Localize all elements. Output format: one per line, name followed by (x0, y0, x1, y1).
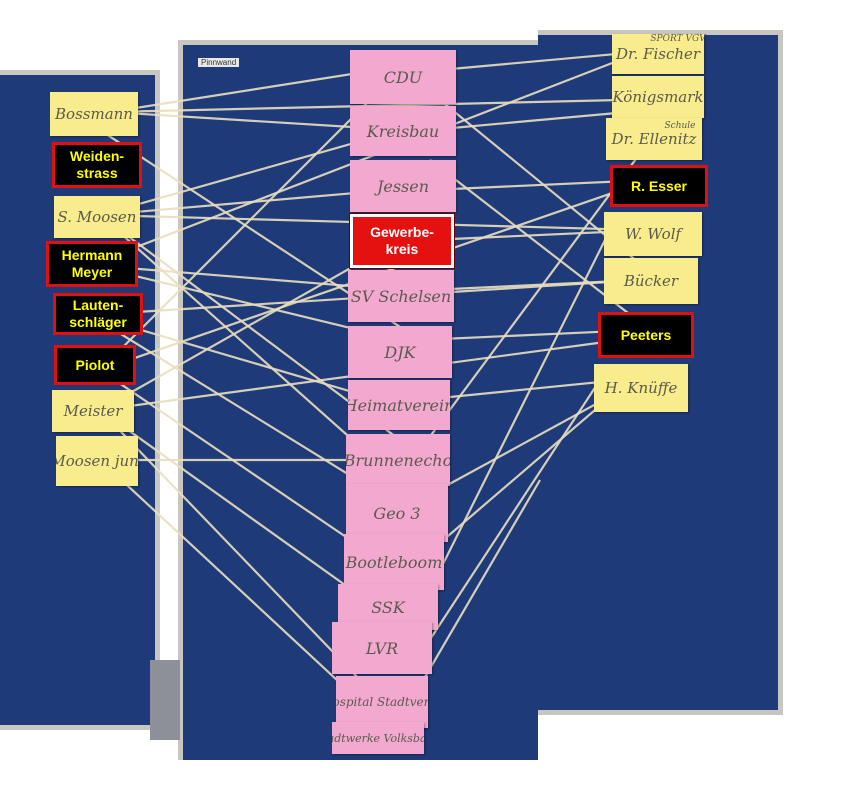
right-card-note: SPORT VGV (650, 34, 706, 44)
middle-card: SV Schelsen (348, 270, 454, 322)
middle-card: CDU (350, 50, 456, 104)
middle-card: Jessen (350, 160, 456, 212)
board-stand (150, 660, 180, 740)
right-card: Königsmark (612, 76, 704, 118)
middle-card: LVR (332, 622, 432, 674)
right-card: Dr. Fischer (612, 34, 704, 74)
left-card: Meister (52, 390, 134, 432)
right-card: W. Wolf (604, 212, 702, 256)
left-card: S. Moosen (54, 196, 140, 238)
middle-highlight-label: Gewerbe- kreis (349, 213, 455, 269)
left-highlight-label: Hermann Meyer (46, 241, 138, 287)
right-card-note: Schule (664, 121, 696, 131)
left-highlight-label: Weiden- strass (52, 142, 142, 188)
left-highlight-label: Piolot (54, 345, 136, 385)
left-card: Moosen jun. (56, 436, 138, 486)
middle-card: Geo 3 (346, 484, 448, 542)
right-card: H. Knüffe (594, 364, 688, 412)
right-highlight-label: Peeters (598, 312, 694, 358)
board-label: Pinnwand (198, 58, 240, 67)
middle-card: Kreisbau (350, 106, 456, 156)
middle-card: Hospital Stadtverw. (336, 676, 428, 728)
middle-card: DJK (348, 326, 452, 378)
right-card: Bücker (604, 258, 698, 304)
left-card: Bossmann (50, 92, 138, 136)
middle-card: Bootleboom (344, 534, 444, 590)
right-highlight-label: R. Esser (610, 165, 708, 207)
middle-card: Stadtwerke Volksbank (332, 722, 424, 754)
right-card: Dr. Ellenitz (606, 118, 702, 160)
left-highlight-label: Lauten- schläger (53, 293, 143, 335)
middle-card: Brunnenecho (346, 434, 450, 486)
middle-card: Heimatverein (348, 380, 450, 430)
